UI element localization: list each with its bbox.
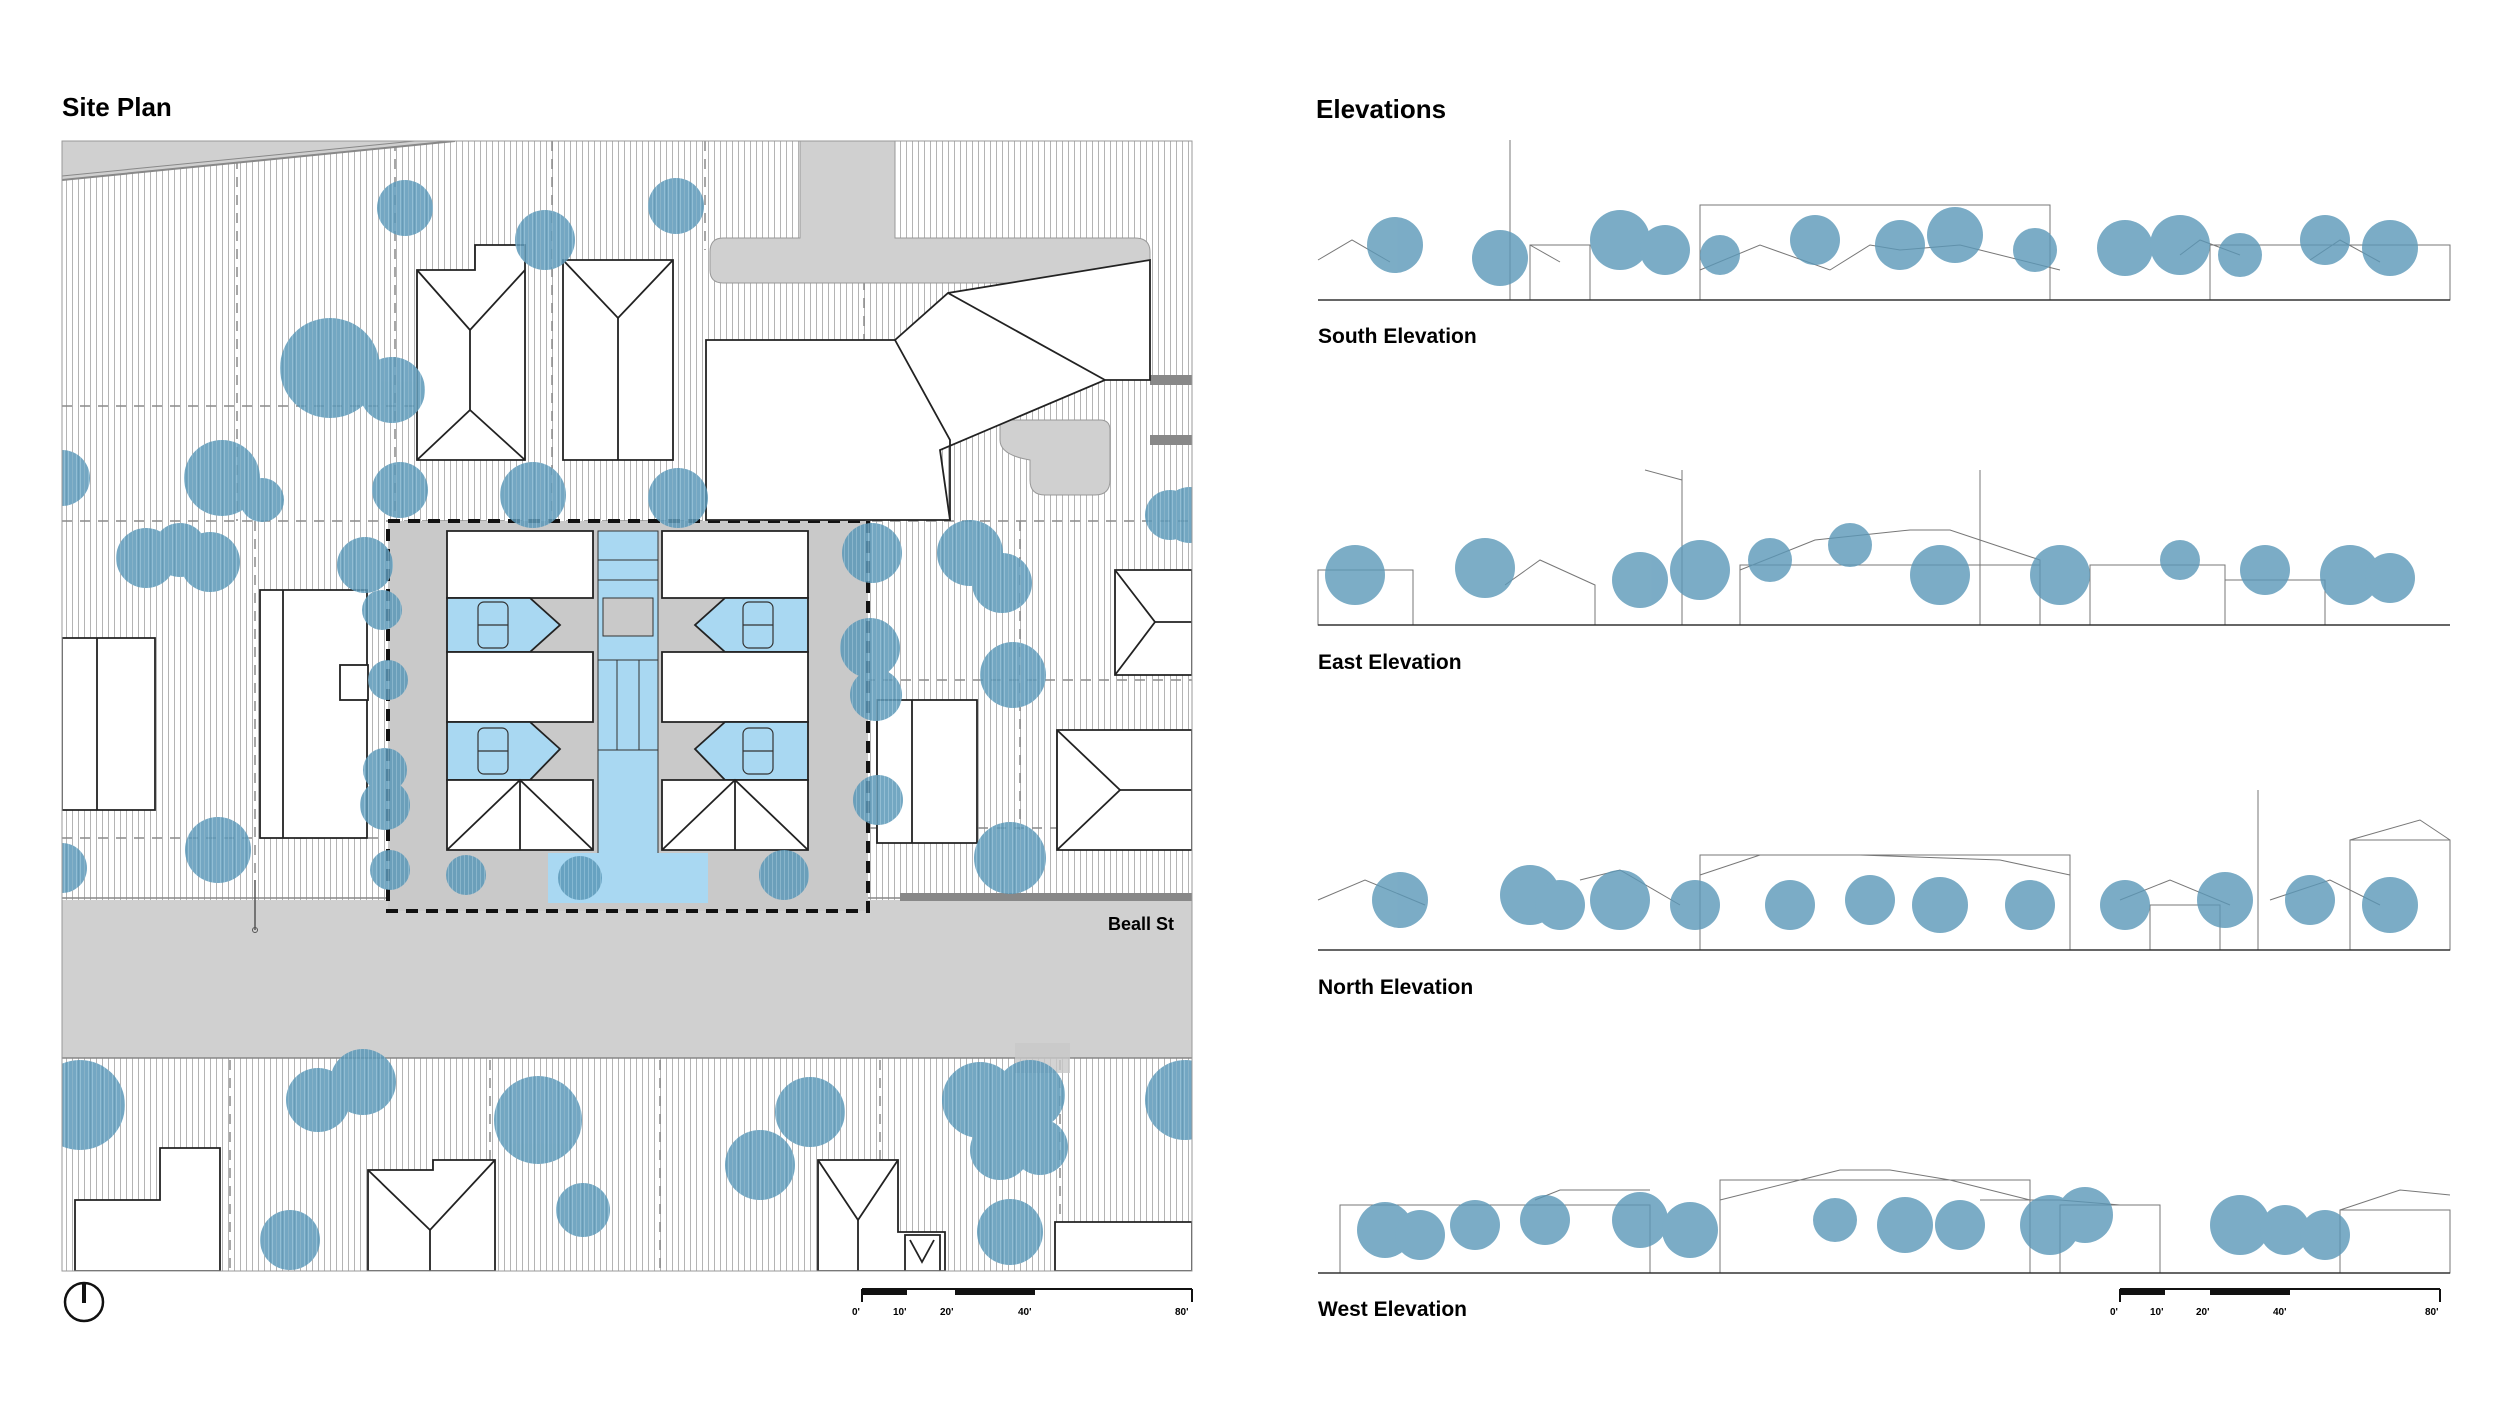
stair-symbols bbox=[477, 601, 774, 775]
north-arrow-icon bbox=[63, 1281, 105, 1323]
street-label: Beall St bbox=[1108, 914, 1174, 934]
east-elevation-label: East Elevation bbox=[1318, 651, 1462, 674]
west-elevation-drawing bbox=[1318, 1169, 2451, 1274]
elev-scale-label-80: 80' bbox=[2425, 1307, 2439, 1318]
parking-area bbox=[709, 141, 1192, 496]
north-elevation-label: North Elevation bbox=[1318, 976, 1474, 999]
elev-scale-label-0: 0' bbox=[2110, 1307, 2118, 1318]
site-scale-bar: 0' 10' 20' 40' 80' bbox=[852, 1288, 1193, 1318]
elevations-scale-bar: 0' 10' 20' 40' 80' bbox=[2110, 1288, 2441, 1318]
courtyard bbox=[597, 530, 659, 902]
project-building-west bbox=[446, 530, 594, 851]
site-plan-title: Site Plan bbox=[62, 92, 172, 122]
elev-scale-label-40: 40' bbox=[2273, 1307, 2287, 1318]
elevations-title: Elevations bbox=[1316, 94, 1447, 124]
site-trees bbox=[62, 178, 1192, 1270]
south-elevation-label: South Elevation bbox=[1318, 325, 1477, 348]
elev-scale-label-10: 10' bbox=[2150, 1307, 2164, 1318]
scale-label-10: 10' bbox=[893, 1307, 907, 1318]
project-site-boundary bbox=[386, 519, 870, 913]
south-elevation-drawing bbox=[1317, 140, 2451, 301]
west-elevation-label: West Elevation bbox=[1318, 1298, 1467, 1321]
beall-st-road bbox=[62, 900, 1192, 1058]
scale-label-40: 40' bbox=[1018, 1307, 1032, 1318]
east-elevation-drawing bbox=[1317, 469, 2450, 626]
scale-label-80: 80' bbox=[1175, 1307, 1189, 1318]
elev-scale-label-20: 20' bbox=[2196, 1307, 2210, 1318]
site-plan bbox=[62, 141, 1192, 1271]
north-elevation-drawing bbox=[1317, 790, 2451, 951]
scale-label-0: 0' bbox=[852, 1307, 860, 1318]
project-building-east bbox=[661, 530, 809, 851]
scale-label-20: 20' bbox=[940, 1307, 954, 1318]
neighbor-buildings bbox=[62, 244, 1192, 1271]
